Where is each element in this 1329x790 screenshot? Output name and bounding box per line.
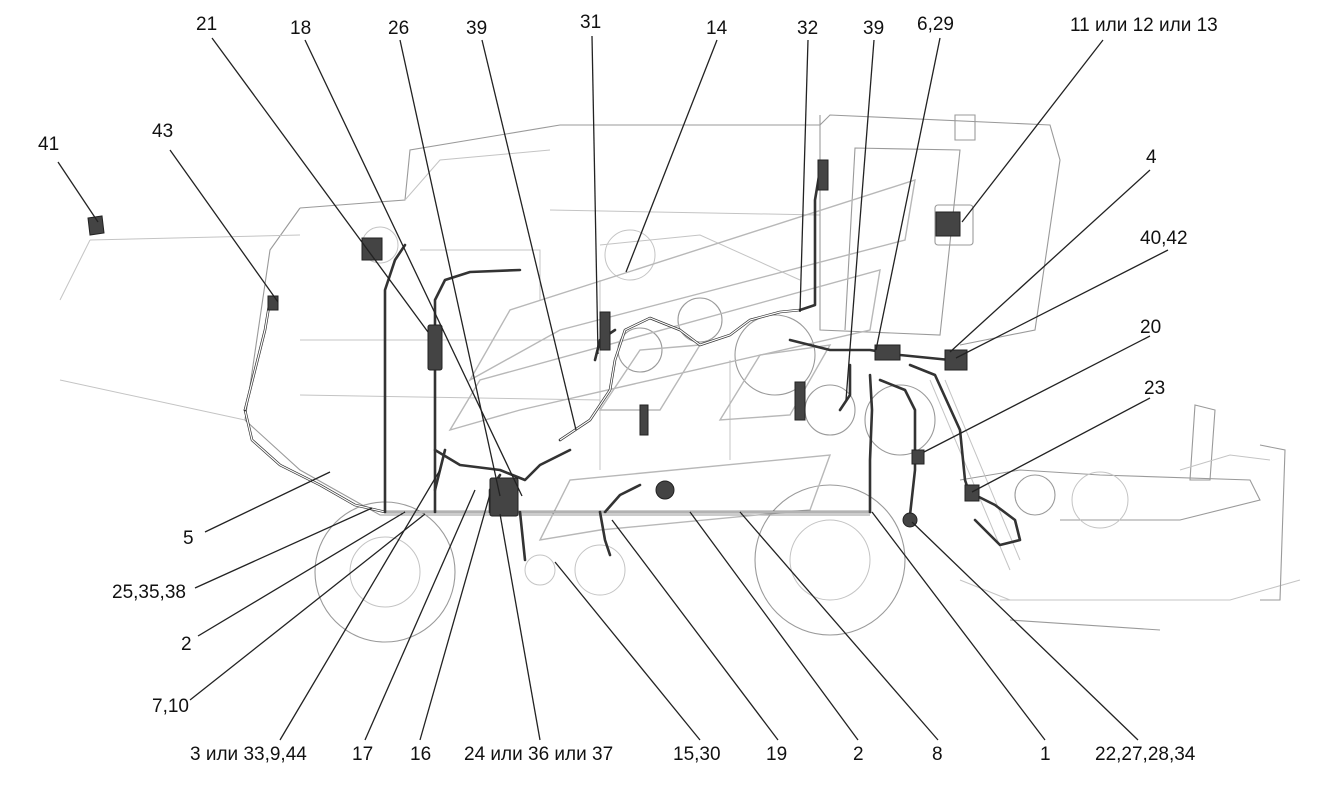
callout-39-right: 39 (863, 18, 884, 39)
callout-41: 41 (38, 134, 59, 155)
callout-6-29: 6,29 (917, 14, 954, 35)
callout-39-left: 39 (466, 18, 487, 39)
callout-15-30: 15,30 (673, 744, 721, 765)
callout-11-12-13: 11 или 12 или 13 (1070, 15, 1218, 36)
watermark-logo (448, 178, 916, 541)
callout-labels: 41 43 21 18 26 39 31 14 32 39 6,29 11 ил… (38, 12, 1218, 765)
callout-25-35-38: 25,35,38 (112, 582, 186, 603)
callout-14: 14 (706, 18, 728, 39)
callout-40-42: 40,42 (1140, 228, 1188, 249)
callout-26: 26 (388, 18, 409, 39)
callout-20: 20 (1140, 317, 1161, 338)
leader-lines (57, 35, 1169, 741)
callout-19: 19 (766, 744, 787, 765)
callout-31: 31 (580, 12, 601, 33)
callout-8: 8 (932, 744, 943, 765)
callout-3-33-9-44: 3 или 33,9,44 (190, 744, 307, 765)
callout-16: 16 (410, 744, 431, 765)
callout-1: 1 (1040, 744, 1051, 765)
callout-18: 18 (290, 18, 311, 39)
callout-22-27-28-34: 22,27,28,34 (1095, 744, 1196, 765)
wiring-harness (87, 159, 1022, 562)
callout-43: 43 (152, 121, 173, 142)
callout-21: 21 (196, 14, 217, 35)
callout-24-36-37: 24 или 36 или 37 (464, 744, 613, 765)
callout-4: 4 (1146, 147, 1157, 168)
callout-7-10: 7,10 (152, 696, 189, 717)
callout-2-left: 2 (181, 634, 192, 655)
callout-17: 17 (352, 744, 373, 765)
callout-23: 23 (1144, 378, 1165, 399)
callout-5: 5 (183, 528, 194, 549)
callout-2-right: 2 (853, 744, 864, 765)
callout-32: 32 (797, 18, 818, 39)
